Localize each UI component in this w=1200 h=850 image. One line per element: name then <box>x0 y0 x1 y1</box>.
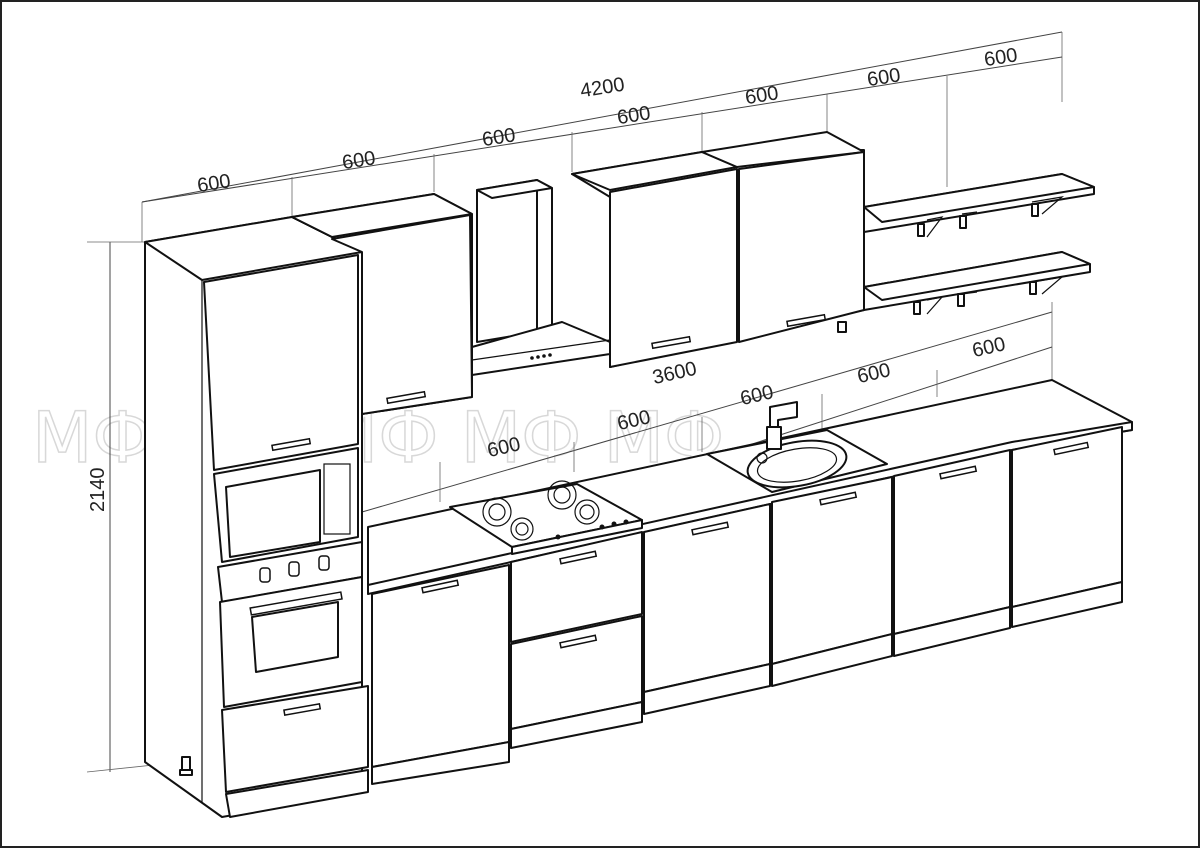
dim-lower-4: 600 <box>738 381 775 410</box>
base-cabinet-4-sink <box>771 476 893 687</box>
dim-total-upper: 4200 <box>579 74 626 103</box>
open-shelves <box>863 173 1095 315</box>
dim-height: 2140 <box>87 468 109 513</box>
dimension-lines <box>86 31 1063 773</box>
dim-upper-7: 600 <box>983 44 1019 71</box>
base-cabinet-6 <box>1011 426 1123 628</box>
tall-upper-door <box>203 254 359 471</box>
dim-lower-5: 600 <box>855 359 892 388</box>
tall-upper-handle <box>271 437 312 452</box>
dim-upper-1: 600 <box>196 170 232 197</box>
sink <box>706 401 888 493</box>
range-hood <box>471 179 611 376</box>
dim-upper-5: 600 <box>744 82 780 109</box>
base-cabinet-3 <box>643 503 771 715</box>
dim-upper-6: 600 <box>866 64 902 91</box>
base-cabinet-2-drawers <box>510 531 643 749</box>
tall-bottom-drawer <box>221 685 369 793</box>
base-cabinet-5 <box>893 449 1011 657</box>
dim-upper-4: 600 <box>616 102 652 129</box>
dim-upper-3: 600 <box>481 124 517 151</box>
dim-upper-2: 600 <box>341 147 377 174</box>
dimension-labels: 4200 600 600 600 600 600 600 600 3600 60… <box>87 44 1019 561</box>
base-cabinet-1 <box>371 564 510 785</box>
tall-column-cabinet <box>144 216 369 818</box>
wall-cabinet-2 <box>291 193 473 415</box>
dim-lower-6: 600 <box>970 333 1007 362</box>
gas-hob <box>449 480 643 555</box>
wall-cabinet-4-5 <box>571 131 865 368</box>
dim-total-lower: 3600 <box>650 358 698 389</box>
